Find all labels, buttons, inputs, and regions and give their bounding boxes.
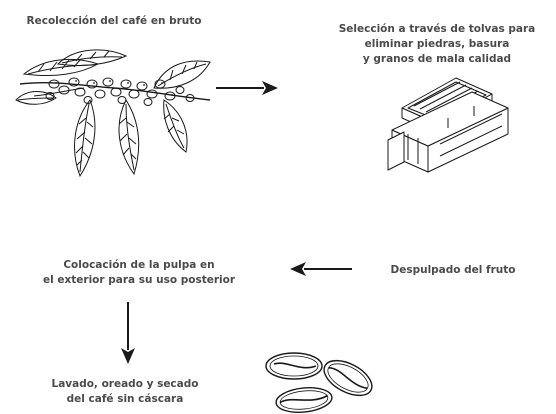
coffee-beans-icon: [265, 352, 373, 413]
step-select-line-2: eliminar piedras, basura: [364, 38, 510, 50]
arrow-left-icon: [290, 262, 352, 276]
step-select-line-1: Selección a través de tolvas para: [338, 23, 536, 35]
step-wash-line-1: Lavado, oreado y secado: [51, 378, 199, 390]
step-place-line-2: el exterior para su uso posterior: [42, 274, 236, 286]
step-wash-line-2: del café sin cáscara: [66, 393, 184, 405]
step-pulp-line-1: Despulpado del fruto: [390, 264, 516, 276]
step-place-line-1: Colocación de la pulpa en: [63, 259, 215, 271]
step-pulp-label: Despulpado del fruto: [368, 263, 538, 278]
step-place-label: Colocación de la pulpa en el exterior pa…: [8, 258, 270, 288]
arrow-right-icon: [216, 81, 278, 95]
step-wash-label: Lavado, oreado y secado del café sin cás…: [20, 377, 230, 407]
step-collect-line-1: Recolección del café en bruto: [26, 15, 202, 27]
coffee-branch-icon: [15, 49, 211, 178]
step-select-line-3: y granos de mala calidad: [362, 53, 512, 65]
hopper-machine-icon: [387, 77, 509, 173]
step-select-label: Selección a través de tolvas para elimin…: [318, 22, 556, 67]
step-collect-label: Recolección del café en bruto: [0, 14, 228, 29]
arrow-down-icon: [121, 302, 135, 364]
